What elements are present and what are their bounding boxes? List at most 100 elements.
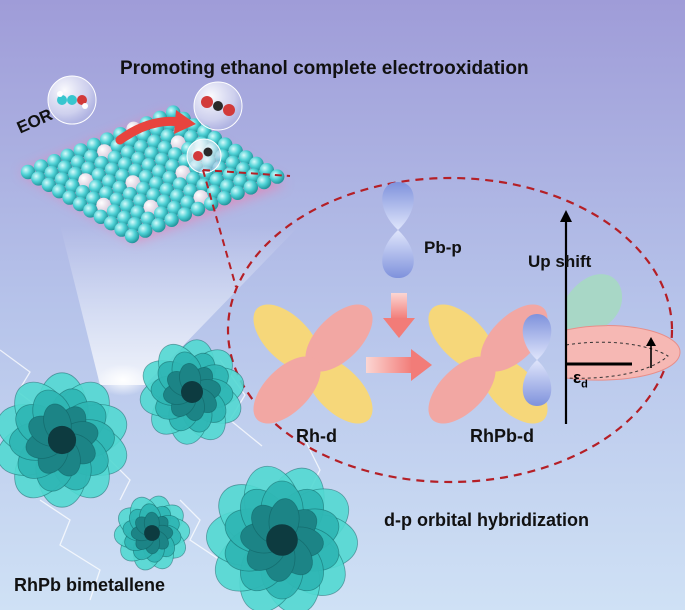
pb-atom [143,199,158,215]
rh-atom [131,151,146,166]
up-shift-label: Up shift [528,252,592,271]
rh-atom [127,217,142,232]
rh-atom [100,132,115,147]
bimetallene-flower [206,465,358,610]
rh-atom [172,177,188,192]
rh-atom [133,193,148,208]
rh-atom [154,206,169,221]
rh-atom [115,168,130,184]
epsilon-symbol: ε [573,368,582,387]
rh-atom [149,176,164,191]
rh-atom [220,179,235,194]
rh-atom [217,191,232,206]
rh-atom [120,198,135,214]
rh-atom [246,168,261,183]
hybridization-label: d-p orbital hybridization [384,510,589,530]
rh-d-label: Rh-d [296,426,337,446]
rh-atom [184,130,199,145]
bimetallene-flower [139,339,245,445]
rh-atom [65,178,80,193]
pb-p-label: Pb-p [424,238,462,257]
pb-atom [125,175,140,190]
co-molecule-bubble [186,138,222,174]
rh-atom [94,156,109,171]
zoom-line-bottom [202,169,237,288]
rh-atom [117,210,132,225]
rh-atom [238,150,254,165]
rh-atom [180,195,195,210]
rh-atom [177,207,192,222]
rh-atom [91,167,107,183]
rh-atom [152,164,167,179]
rh-atom [138,169,154,185]
rh-atom [44,165,59,181]
rh-atom [270,169,285,184]
rh-atom [233,173,248,189]
rh-atom [165,159,180,174]
rh-atom [167,200,182,216]
rh-atom [204,196,219,211]
density-of-states-plot [560,210,681,424]
bimetallene-flowers [0,339,358,610]
rh-atom [114,222,129,237]
rh-atom [151,218,166,233]
rh-atom [47,154,62,169]
rh-atom [136,181,151,196]
rh-atom [154,152,170,167]
rh-atom [31,171,46,186]
rh-atom [107,150,123,165]
rh-atom [81,161,96,176]
rh-atom [86,137,102,153]
zoom-dashed-circle [226,176,674,484]
pb-atom [175,165,190,180]
epsilon-subscript: d [581,378,588,391]
pb-atom [96,197,111,213]
rh-atom [104,216,119,231]
rh-atom [72,196,88,212]
rh-atom [140,211,156,226]
rh-atom [144,146,159,161]
rh-atom [54,172,70,187]
rh-atom [218,137,233,152]
rh-atom [57,160,72,175]
rh-atom [88,179,104,194]
rh-atom [41,177,56,192]
pb-atom [78,173,93,188]
rh-atom [124,228,140,244]
material-label: RhPb bimetallene [14,575,166,595]
rh-atom [147,134,162,149]
rh-atom [228,143,243,159]
rh-atom [112,180,127,195]
pb-atom [97,144,112,159]
rh-atom [164,212,179,227]
rh-atom [62,190,77,205]
reaction-arrow [115,116,185,145]
rh-atom [157,140,172,156]
rh-atom [84,149,99,164]
light-beam [60,225,300,385]
pb-p-orbital [382,182,414,278]
rh-atom [68,166,83,182]
rh-d-orbital [253,304,373,424]
rhpb-d-label: RhPb-d [470,426,534,446]
rh-atom [130,205,145,220]
bimetallene-flower [113,495,191,571]
down-arrow [383,293,415,338]
rh-atom [209,172,224,188]
rh-atom [70,155,86,170]
rh-atom [134,139,149,155]
bimetallene-flower [0,372,128,508]
rh-atom [73,143,89,158]
rh-atom [159,182,174,197]
rh-atom [160,129,175,144]
rh-atom [104,162,120,177]
rh-atom [60,148,75,163]
rh-atom [99,186,114,201]
rh-atom [222,167,238,182]
rh-atom [120,145,136,160]
rh-atom [249,156,264,171]
co2-molecule-bubble [193,81,243,131]
hybridized-p-orbital [522,314,552,406]
